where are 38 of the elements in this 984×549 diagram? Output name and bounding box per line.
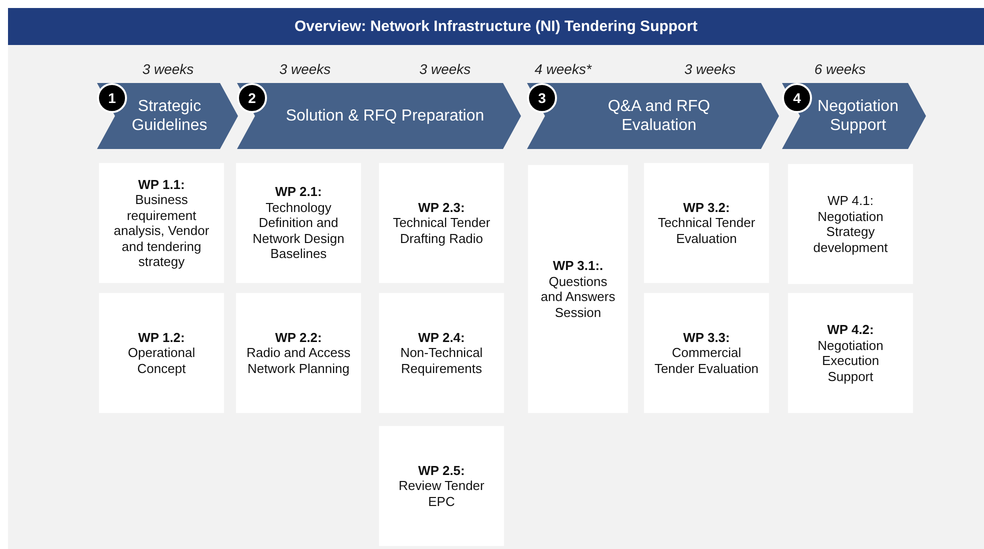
work-package-description: Non-Technical Requirements — [399, 345, 484, 376]
work-package-description: Negotiation Execution Support — [816, 338, 884, 384]
duration-label: 3 weeks — [684, 61, 736, 77]
duration-label: 3 weeks — [142, 61, 194, 77]
duration-label: 3 weeks — [419, 61, 471, 77]
work-package-id: WP 2.1: — [275, 184, 322, 200]
work-package-description: Operational Concept — [126, 345, 196, 376]
work-package-description: Questions and Answers Session — [540, 274, 616, 320]
work-package-description: Commercial Tender Evaluation — [654, 345, 759, 376]
phase-title: Strategic Guidelines — [130, 97, 208, 135]
work-package-id: WP 2.5: — [418, 462, 465, 478]
duration-label: 3 weeks — [279, 61, 331, 77]
work-package-description: Negotiation Strategy development — [812, 208, 889, 255]
phase-title: Solution & RFQ Preparation — [284, 106, 486, 126]
work-package-id: WP 4.1: — [827, 193, 874, 208]
work-package-id: WP 3.3: — [683, 330, 730, 346]
work-package-id: WP 2.3: — [418, 200, 465, 216]
duration-label: 4 weeks* — [534, 61, 592, 77]
phase-header — [97, 83, 238, 149]
phase-title: Q&A and RFQ Evaluation — [606, 97, 712, 135]
work-package-id: WP 1.2: — [138, 330, 185, 346]
phase-header — [527, 83, 779, 149]
work-package-description: Radio and Access Network Planning — [246, 345, 351, 376]
work-package-id: WP 2.2: — [275, 330, 322, 346]
work-package-id: WP 2.4: — [418, 330, 465, 346]
phase-title: Negotiation Support — [816, 97, 900, 135]
title-banner: Overview: Network Infrastructure (NI) Tendering Support — [8, 8, 984, 45]
work-package-id: WP 3.2: — [683, 200, 730, 216]
work-package-description: Technology Definition and Network Design Baselines — [252, 200, 346, 262]
work-package-description: Business requirement analysis, Vendor and tendering strategy — [112, 192, 210, 270]
work-package-id: WP 4.2: — [827, 322, 874, 338]
work-package-id: WP 3.1:. — [552, 258, 604, 274]
work-package-description: Review Tender EPC — [398, 478, 486, 510]
work-package-id: WP 1.1: — [138, 176, 185, 192]
phase-header — [782, 83, 926, 149]
duration-label: 6 weeks — [814, 61, 866, 77]
work-package-description: Technical Tender Drafting Radio — [392, 215, 492, 246]
work-package-description: Technical Tender Evaluation — [656, 215, 756, 246]
